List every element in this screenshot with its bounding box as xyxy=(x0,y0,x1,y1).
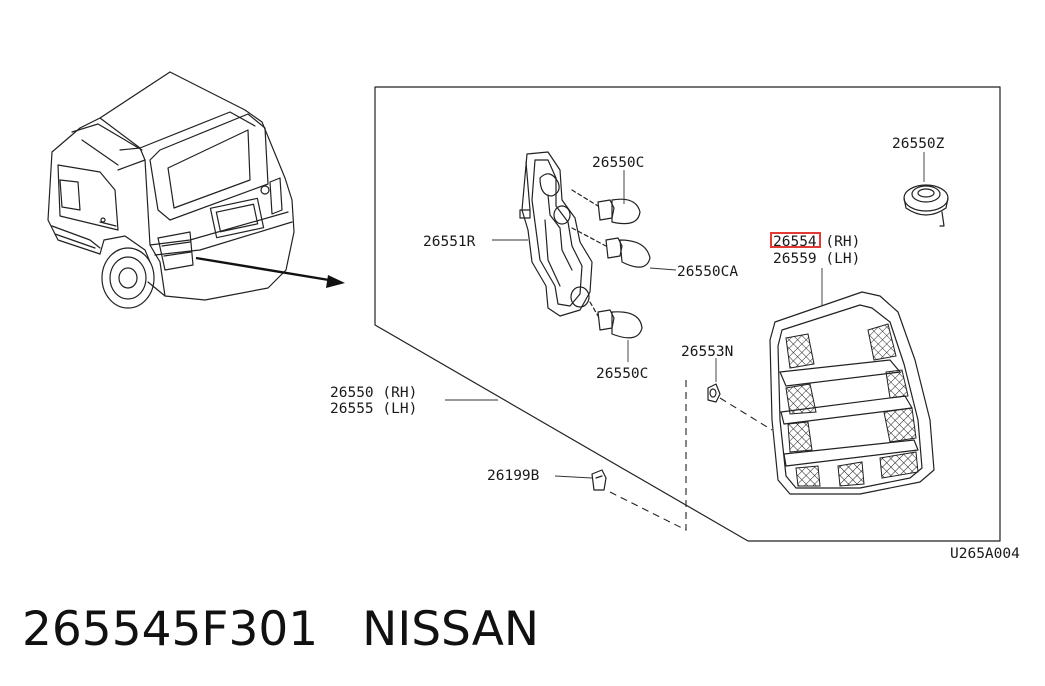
label-nut: 26553N xyxy=(681,344,733,360)
part-labels: 26550C 26551R 26550CA 26550C 26550Z 2655… xyxy=(330,136,1020,562)
label-lamp-rh: 26554 (RH) xyxy=(773,234,860,250)
label-figure-code: U265A004 xyxy=(950,546,1020,562)
vehicle-rear-illustration xyxy=(47,71,295,309)
label-lamp-rh-prefix: 2655 xyxy=(773,234,808,250)
bulb-lower xyxy=(589,301,643,339)
clip xyxy=(591,469,607,491)
bulb-amber xyxy=(571,227,651,268)
label-bulb-upper: 26550C xyxy=(592,155,644,171)
bulb-socket-harness xyxy=(519,151,593,317)
label-lamp-lh: 26559 (LH) xyxy=(773,251,860,267)
nut xyxy=(707,383,721,403)
tail-lamp-assembly xyxy=(769,291,935,495)
label-seal: 26550Z xyxy=(892,136,945,152)
detail-frame xyxy=(374,86,1001,542)
highlight-box xyxy=(770,232,821,248)
seal-ring xyxy=(903,184,949,227)
pointer-arrow xyxy=(195,256,345,288)
dashed-guides xyxy=(605,380,773,531)
leader-lines xyxy=(445,152,925,479)
label-bulb-amber: 26550CA xyxy=(677,264,738,280)
label-clip: 26199B xyxy=(487,468,540,484)
caption-part-number: 265545F301 xyxy=(22,602,319,657)
label-socket: 26551R xyxy=(423,234,476,250)
label-bulb-lower: 26550C xyxy=(596,366,648,382)
label-assembly-lh: 26555 (LH) xyxy=(330,401,417,417)
bulb-upper xyxy=(571,189,641,225)
label-assembly-rh: 26550 (RH) xyxy=(330,385,417,401)
label-lamp-rh-suffix: 4 (RH) xyxy=(808,234,860,250)
caption: 265545F301 NISSAN xyxy=(22,598,539,662)
caption-brand: NISSAN xyxy=(362,602,540,657)
